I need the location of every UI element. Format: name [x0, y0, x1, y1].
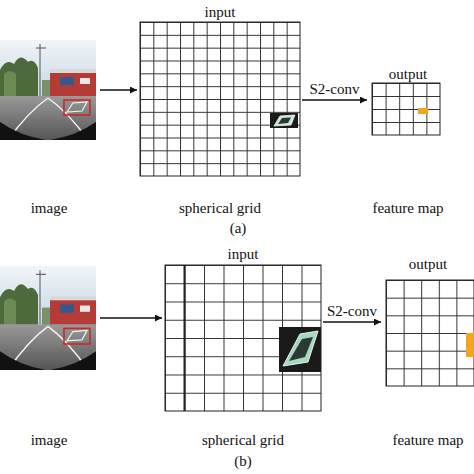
spherical-grid: input spherical grid: [140, 4, 300, 216]
panorama-photo: [0, 40, 96, 140]
arrow-connector: [100, 89, 137, 90]
caption-text: feature map: [372, 200, 443, 216]
caption-text: spherical grid: [202, 432, 284, 448]
subfigure-label: (b): [234, 453, 252, 469]
subfigure-label: (a): [230, 220, 247, 236]
feature-map-lines: [386, 280, 474, 386]
caption-text: image: [31, 200, 68, 216]
arrow-connector: [323, 321, 381, 322]
caption-text: spherical grid: [179, 200, 261, 216]
panorama-image: image: [0, 266, 98, 448]
spherical-grid-lines: [140, 22, 300, 176]
operation-label: S2-conv: [308, 81, 362, 97]
feature-map-lines: [372, 83, 440, 135]
grid-heading: input: [205, 4, 236, 20]
panorama-photo: [0, 266, 96, 370]
feature-map: output feature map: [384, 256, 472, 448]
spherical-grid: input spherical grid: [165, 246, 321, 448]
grid-heading: output: [409, 256, 447, 272]
feature-map: output feature map: [370, 66, 446, 216]
panorama-image: image: [0, 40, 98, 216]
arrow-connector: [100, 317, 162, 318]
caption-text: feature map: [392, 432, 463, 448]
arrow-connector: [302, 99, 367, 100]
grid-heading: input: [228, 246, 259, 262]
operation-label: S2-conv: [325, 303, 379, 319]
grid-heading: output: [389, 66, 427, 82]
spherical-grid-lines: [165, 265, 321, 411]
caption-text: image: [31, 432, 68, 448]
